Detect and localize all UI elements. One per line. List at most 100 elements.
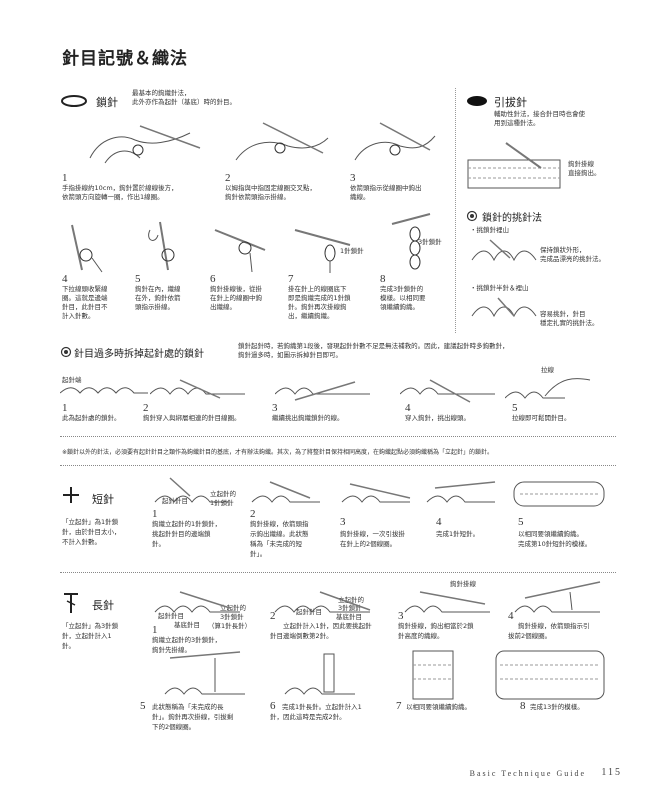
double-crochet-symbol-icon	[64, 593, 78, 613]
double-step2-number: 2	[270, 610, 276, 622]
ripping-step5-number: 5	[512, 402, 518, 414]
chain-step1-text-1: 手指掛線約10cm，鉤針置於線線後方，	[62, 184, 178, 192]
ripping-step4-illustration	[400, 379, 495, 403]
chain-step6-text-2: 在針上的線圈中鉤	[210, 294, 262, 302]
double-step2-text-2: 針目邊端倒數第2針。	[270, 632, 333, 640]
chain-step6-number: 6	[210, 273, 216, 285]
chain-symbol-icon	[61, 95, 87, 107]
ripping-step5-illustration	[505, 378, 591, 399]
chain-step5-text-2: 在外，鉤針依箭	[135, 294, 181, 302]
chain-step5-text-1: 鉤針在內，織線	[135, 285, 181, 293]
chain-step2-number: 2	[225, 172, 231, 184]
double-step6-text-2: 針，因此這時是完成2針。	[270, 713, 346, 721]
single-heading: 短針	[92, 493, 114, 506]
ripping-step3-number: 3	[272, 402, 278, 414]
chain-bump-way1-illustration	[471, 239, 537, 262]
double-step5-text-3: 下的2個線圈。	[152, 723, 196, 731]
page-number: 115	[601, 767, 622, 778]
slip-note-1: 鉤針掛線	[568, 160, 594, 168]
chain-step5-illustration	[148, 221, 175, 271]
section-divider	[60, 572, 616, 573]
chain-step8-number: 8	[380, 273, 386, 285]
double-turn-label-3: （算1針長針）	[208, 622, 252, 630]
double-step6-text-1: 完成1針長針。立起針計入1	[282, 703, 362, 711]
single-step2-text-2: 示鉤出織線。此狀態	[250, 530, 309, 538]
single-desc-3: 不計入針數。	[62, 538, 101, 546]
single-desc-2: 針，由於針目太小，	[62, 528, 121, 536]
chain-step5-number: 5	[135, 273, 141, 285]
chain-step1-number: 1	[62, 172, 68, 184]
chain-step7-illustration	[294, 229, 351, 273]
chain-desc-2: 此外亦作為起針（基底）時的針目。	[132, 98, 236, 106]
double-step5-number: 5	[140, 700, 146, 712]
double-step2-turn-label-2: 3針鎖針	[338, 604, 362, 612]
double-desc-3: 針。	[62, 642, 75, 650]
section-divider	[60, 436, 616, 437]
double-step3-illustration	[404, 591, 490, 613]
single-turn-label-2: 1針鎖針	[210, 499, 234, 507]
double-step3-pull-label: 鉤針掛線	[450, 580, 476, 588]
double-step7-text-1: 以相同要領繼續鉤織。	[406, 703, 471, 711]
chain-bump-way2-illustration	[471, 297, 537, 318]
single-step5-text-2: 完成第10針短針的模樣。	[518, 540, 592, 548]
single-desc-1: 「立起針」為1針鎖	[62, 518, 119, 526]
chain-step4-text-4: 計入針數。	[62, 312, 95, 320]
single-turn-label-1: 立起針的	[210, 490, 236, 498]
ripping-step4-number: 4	[405, 402, 411, 414]
chain-step7-text-3: 針。鉤針再次掛線鉤	[288, 303, 347, 311]
single-step2-illustration	[251, 481, 320, 503]
single-step4-number: 4	[436, 516, 442, 528]
slip-heading: 引拔針	[494, 96, 527, 109]
chain-step7-number: 7	[288, 273, 294, 285]
single-step1-illustration	[154, 477, 228, 503]
single-step3-illustration	[341, 483, 411, 503]
chain-bump-way2-note-1: 容易挑針，針目	[540, 310, 586, 318]
single-step1-number: 1	[152, 508, 158, 520]
chain-step8-text-2: 模樣。以相同要	[380, 294, 426, 302]
double-step2-base-label: 起針針目	[296, 608, 322, 616]
chain-3-chain-label: 3針鎖針	[418, 238, 442, 246]
double-step1-number: 1	[152, 624, 158, 636]
double-desc-1: 「立起針」為3針鎖	[62, 622, 119, 630]
double-base-label: 起針針目	[158, 612, 184, 620]
chain-bump-way2-note-2: 穩定扎實的挑針法。	[540, 319, 599, 327]
chain-step8-text-1: 完成3針鎖針的	[380, 285, 424, 293]
chain-step6-illustration	[214, 229, 266, 273]
chain-step2-text-1: 以姆指與中指固定線圈交叉點，	[225, 184, 316, 192]
double-turn-label-2: 3針鎖針	[220, 613, 244, 621]
chain-step1-text-2: 依箭頭方向旋轉一圈，作出1線圈。	[62, 193, 164, 201]
chain-step6-text-3: 出織線。	[210, 303, 236, 311]
double-step4-illustration	[514, 581, 601, 613]
chain-step7-text-2: 即是鉤織完成的1針鎖	[288, 294, 351, 302]
double-step2-illustration	[274, 591, 371, 613]
single-step2-text-1: 鉤針掛線，依箭頭指	[250, 520, 309, 528]
chain-step4-text-1: 下拉線頭收緊線	[62, 285, 108, 293]
ripping-step2-illustration	[150, 379, 245, 399]
chain-step3-text-1: 依箭頭指示從線圈中鉤出	[350, 184, 422, 192]
double-step6-number: 6	[270, 700, 276, 712]
chain-desc-1: 最基本的鉤織針法，	[132, 89, 191, 97]
ripping-step1-illustration	[60, 387, 148, 394]
ripping-step2-number: 2	[143, 402, 149, 414]
double-step2-text-1: 立起針計入1針，因此要挑起針	[283, 622, 372, 630]
double-step5-illustration	[164, 651, 245, 695]
chain-step4-number: 4	[62, 273, 68, 285]
chain-step8-illustration	[391, 213, 431, 270]
double-step8-illustration	[495, 650, 605, 700]
chain-step4-text-2: 圈。這就是邊端	[62, 294, 108, 302]
chain-heading: 鎖針	[96, 96, 118, 109]
single-step4-text-1: 完成1針短針。	[436, 530, 480, 538]
chain-step6-text-1: 鉤針掛線後，從掛	[210, 285, 262, 293]
slip-desc-2: 用到這種針法。	[494, 119, 540, 127]
circle-bullet-icon	[60, 346, 72, 358]
double-step4-number: 4	[508, 610, 514, 622]
double-step1-text-2: 鉤針先掛線。	[152, 646, 191, 654]
chain-bump-way2-title: ・挑鎖針半針＆裡山	[470, 284, 529, 292]
double-step6-illustration	[284, 653, 355, 695]
chain-step3-number: 3	[350, 172, 356, 184]
ripping-desc-2: 鉤針過多時，如圖示拆掉針目即可。	[238, 351, 342, 359]
chain-bump-way1-title: ・挑鎖針裡山	[470, 226, 509, 234]
double-step7-number: 7	[396, 700, 402, 712]
single-step1-text-1: 鉤織立起針的1針鎖針，	[152, 520, 222, 528]
double-step4-text-1: 鉤針掛線，依箭頭指示引	[518, 622, 590, 630]
